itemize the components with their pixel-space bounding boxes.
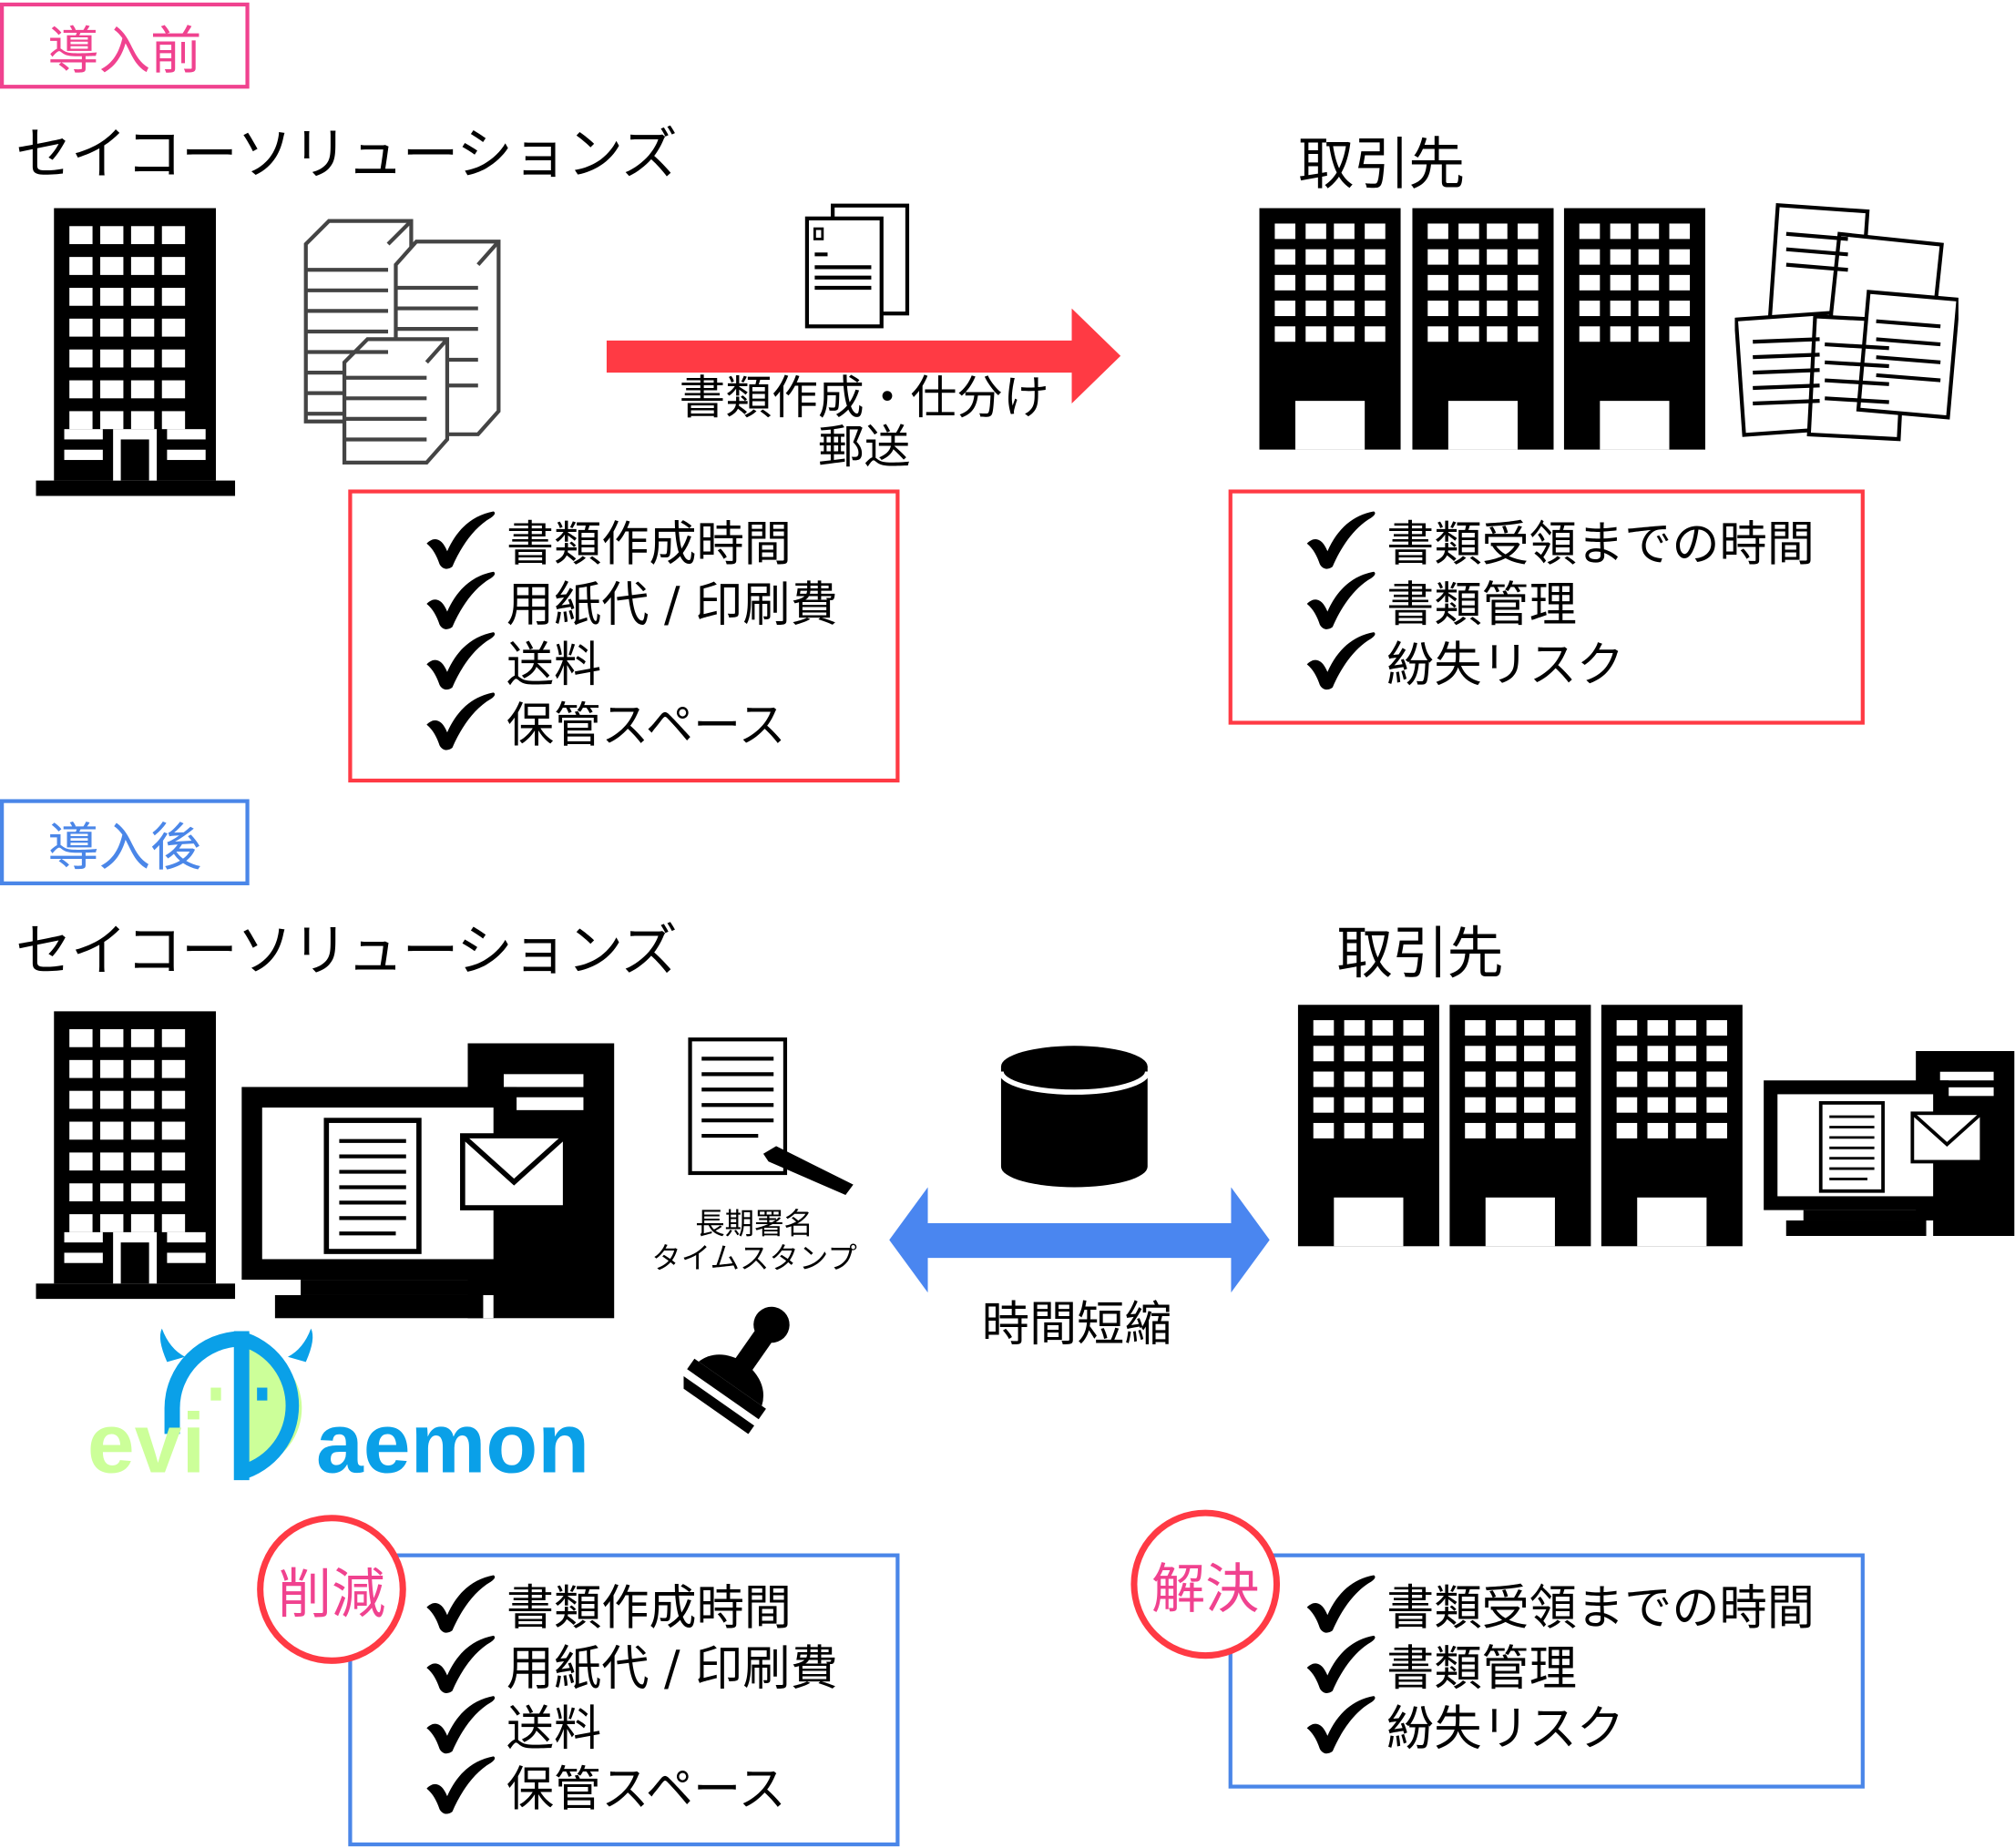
partner-building-icon [1412,209,1553,450]
arrow-label-create: 書類作成・仕分け [679,373,1049,425]
partner-building-icon [1601,1005,1743,1246]
list-item: 送料 [424,1693,838,1756]
company-building-icon [36,1011,235,1299]
partner-building-icon [1449,1005,1591,1246]
list-item: 保管スペース [424,1754,838,1816]
item-label: 書類管理 [1386,1639,1577,1696]
list-item: 書類管理 [1304,569,1815,631]
list-item: 書類管理 [1304,1633,1815,1695]
company-name-before: セイコーソリューションズ [15,122,678,188]
send-arrow [606,308,1121,403]
stamp-icon [683,1306,790,1434]
partner-name-after: 取引先 [1336,921,1503,987]
database-icon [998,1046,1151,1188]
check-icon [424,1754,499,1813]
list-item: 書類受領までの時間 [1304,1573,1815,1635]
check-icon [1304,570,1379,629]
company-building-icon [36,209,235,496]
check-icon [424,1694,499,1753]
check-icon [1304,1634,1379,1693]
signed-document-icon [688,1037,854,1195]
list-item: 書類作成時間 [424,1573,838,1635]
item-label: 保管スペース [506,1761,786,1817]
item-label: 書類作成時間 [506,1579,792,1636]
signature-label: 長期署名 [695,1208,813,1241]
solve-badge: 解決 [1130,1509,1281,1659]
time-reduction-label: 時間短縮 [981,1296,1172,1353]
check-icon [424,570,499,629]
partner-building-icon [1298,1005,1439,1246]
check-icon [1304,509,1379,568]
check-icon [424,509,499,568]
check-icon [1304,1694,1379,1753]
arrow-label-mail: 郵送 [817,421,911,475]
after-tag: 導入後 [0,799,250,885]
scattered-papers-icon [1734,202,1959,442]
check-icon [424,630,499,689]
check-icon [424,1634,499,1693]
item-label: 用紙代 / 印刷費 [506,576,838,632]
item-label: 書類管理 [1386,576,1577,632]
company-issues-box: 書類作成時間 用紙代 / 印刷費 送料 保管スペース [348,489,900,783]
check-icon [424,690,499,750]
list-item: 用紙代 / 印刷費 [424,569,838,631]
item-label: 保管スペース [506,697,786,752]
exchange-arrow [889,1187,1270,1293]
list-item: 書類受領までの時間 [1304,509,1815,571]
partner-issues-box: 書類受領までの時間 書類管理 紛失リスク [1228,489,1865,725]
company-name-after: セイコーソリューションズ [15,918,678,985]
paper-stacks-icon [303,219,501,465]
computer-icon [241,1043,614,1318]
check-icon [424,1573,499,1632]
svg-text:evi: evi [87,1396,205,1486]
company-benefits-box: 書類作成時間 用紙代 / 印刷費 送料 保管スペース [348,1553,900,1847]
item-label: 紛失リスク [1386,637,1625,692]
item-label: 書類受領までの時間 [1386,1579,1815,1636]
list-item: 保管スペース [424,690,838,752]
partner-computer-icon [1763,1051,2014,1236]
partner-building-icon [1259,209,1400,450]
list-item: 送料 [424,629,838,692]
document-icon [804,203,910,329]
list-item: 書類作成時間 [424,509,838,571]
check-icon [1304,630,1379,689]
evidaemon-logo: evi aemon [87,1328,589,1486]
item-label: 紛失リスク [1386,1700,1625,1756]
item-label: 書類受領までの時間 [1386,516,1815,572]
list-item: 紛失リスク [1304,1693,1815,1756]
item-label: 送料 [506,637,602,692]
list-item: 紛失リスク [1304,629,1815,692]
check-icon [1304,1573,1379,1632]
svg-text:aemon: aemon [316,1396,589,1486]
before-tag: 導入前 [0,2,250,89]
partner-name-before: 取引先 [1297,132,1465,199]
reduce-badge: 削減 [257,1515,406,1664]
item-label: 書類作成時間 [506,516,792,572]
list-item: 用紙代 / 印刷費 [424,1633,838,1695]
item-label: 用紙代 / 印刷費 [506,1639,838,1696]
partner-benefits-box: 書類受領までの時間 書類管理 紛失リスク [1228,1553,1865,1789]
timestamp-label: タイムスタンプ [651,1242,857,1276]
partner-building-icon [1564,209,1705,450]
item-label: 送料 [506,1700,602,1756]
